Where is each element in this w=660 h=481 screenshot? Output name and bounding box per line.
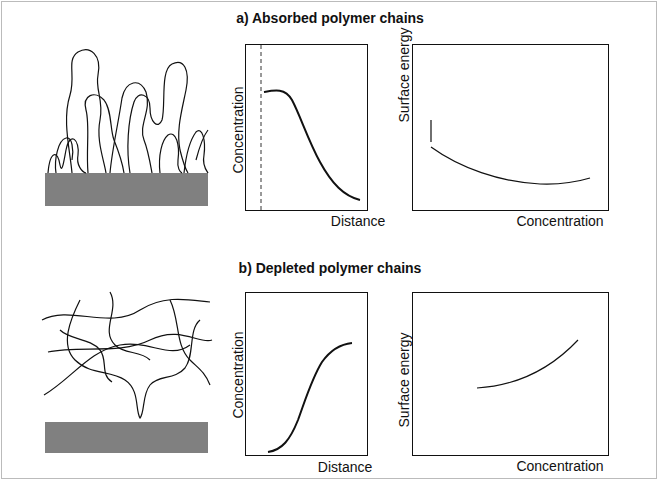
concentration-curve	[264, 90, 360, 200]
plot-frame	[413, 45, 609, 211]
axis-label: Distance	[318, 460, 372, 474]
depleted-chains	[42, 292, 212, 418]
axis-label: Concentration	[231, 86, 245, 173]
axis-label: Surface energy	[397, 333, 411, 428]
axis-label: Distance	[331, 214, 385, 228]
substrate	[45, 173, 208, 206]
plot-frame	[246, 293, 368, 456]
energy-curve	[431, 120, 590, 184]
panel-heading: a) Absorbed polymer chains	[236, 11, 424, 25]
substrate	[45, 422, 208, 453]
energy-curve	[477, 340, 578, 388]
concentration-curve	[268, 343, 352, 452]
adsorbed-chains	[48, 50, 208, 173]
axis-label: Concentration	[516, 459, 603, 473]
plot-frame	[246, 45, 368, 211]
plot-frame	[413, 293, 609, 456]
panel-heading: b) Depleted polymer chains	[239, 261, 422, 275]
axis-label: Concentration	[516, 214, 603, 228]
axis-label: Concentration	[231, 331, 245, 418]
surface-marker	[261, 45, 262, 210]
axis-label: Surface energy	[397, 28, 411, 123]
